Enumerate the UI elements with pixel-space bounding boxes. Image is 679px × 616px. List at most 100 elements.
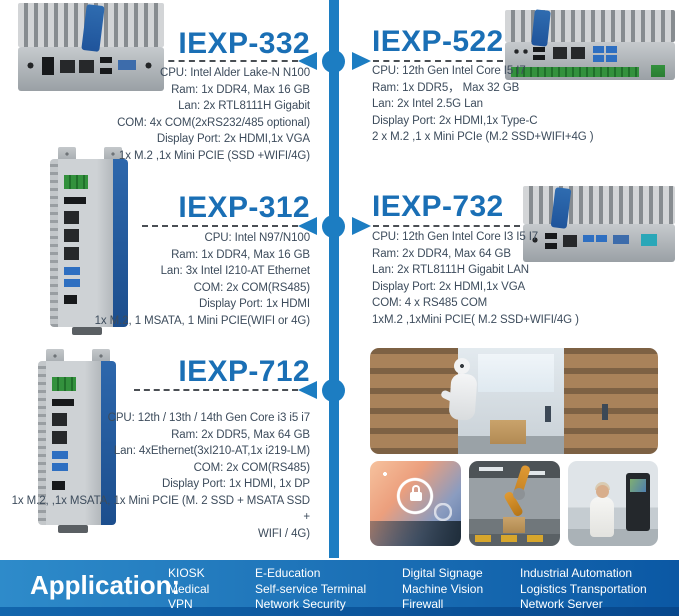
person-body bbox=[590, 497, 614, 537]
application-item: E-Education bbox=[255, 566, 321, 580]
spec-line: Lan: 2x RTL8111H Gigabit LAN bbox=[372, 264, 530, 276]
mounting-ear bbox=[46, 349, 64, 363]
product-title-iexp-712: IEXP-712 bbox=[178, 355, 310, 388]
application-item: Medical bbox=[168, 581, 210, 596]
product-photo-iexp-712 bbox=[30, 349, 130, 535]
spec-line: Lan: 4xEthernet(3xI210-AT,1x i219-LM) bbox=[113, 445, 310, 457]
spec-line: Lan: 2x Intel 2.5G Lan bbox=[372, 98, 483, 110]
spec-line: Lan: 2x RTL8111H Gigabit bbox=[178, 100, 310, 112]
application-item: Self-service Terminal bbox=[255, 581, 367, 596]
application-column-3: Digital Signage Machine Vision Firewall bbox=[402, 566, 483, 613]
robot-head bbox=[454, 358, 470, 374]
photo-self-service-kiosk bbox=[568, 461, 658, 546]
connector-node bbox=[322, 215, 345, 238]
product-title-iexp-732: IEXP-732 bbox=[372, 190, 504, 223]
io-panel bbox=[38, 361, 116, 525]
connector-dash-iexp-522 bbox=[373, 60, 503, 62]
spec-line: WIFI / 4G) bbox=[257, 527, 310, 540]
robotic-arm-joint bbox=[513, 488, 525, 500]
spec-line: CPU: 12th Gen Intel Core I3 I5 I7 bbox=[372, 231, 539, 243]
spec-line: Ram: 1x DDR4, Max 16 GB bbox=[171, 83, 310, 96]
center-spine-line bbox=[329, 0, 339, 558]
spec-line: Display Port: 2x HDMI,1x VGA bbox=[372, 280, 526, 293]
din-clip bbox=[72, 327, 102, 335]
spec-line: Lan: 3x Intel I210-AT Ethernet bbox=[160, 265, 310, 277]
application-item: VPN bbox=[168, 597, 193, 611]
application-label: Application: bbox=[30, 570, 181, 600]
connector-dash-iexp-312 bbox=[142, 225, 298, 227]
application-column-2: E-Education Self-service Terminal Networ… bbox=[255, 566, 366, 613]
connector-node bbox=[322, 50, 345, 73]
spec-line: CPU: 12th / 13th / 14th Gen Core i3 i5 i… bbox=[107, 412, 310, 424]
spec-line: 1xM.2 ,1xMini PCIE( M.2 SSD+WIFI/4G ) bbox=[372, 313, 579, 326]
product-photo-iexp-522 bbox=[505, 9, 675, 89]
photo-robotic-arm bbox=[469, 461, 560, 546]
spec-line: COM: 4x COM(2xRS232/485 optional) bbox=[117, 116, 310, 129]
application-item: Machine Vision bbox=[402, 581, 484, 596]
product-title-iexp-522: IEXP-522 bbox=[372, 25, 504, 58]
application-bar-bottom-strip bbox=[0, 607, 679, 616]
photo-cybersecurity-hands bbox=[370, 461, 461, 546]
spec-list-iexp-712: CPU: 12th / 13th / 14th Gen Core i3 i5 i… bbox=[8, 410, 310, 542]
spec-line: 1x M.2, 1 MSATA, 1 Mini PCIE(WIFI or 4G) bbox=[94, 314, 310, 327]
spec-list-iexp-332: CPU: Intel Alder Lake-N N100 Ram: 1x DDR… bbox=[20, 65, 310, 164]
arrow-right-icon bbox=[352, 52, 371, 70]
application-item: KIOSK bbox=[168, 566, 205, 580]
connector-dash-iexp-712 bbox=[134, 389, 298, 391]
product-title-iexp-332: IEXP-332 bbox=[178, 27, 310, 60]
spec-list-iexp-732: CPU: 12th Gen Intel Core I3 I5 I7 Ram: 2… bbox=[372, 229, 672, 328]
heatsink-fins bbox=[523, 186, 675, 224]
io-panel bbox=[18, 47, 164, 91]
spec-line: COM: 2x COM(RS485) bbox=[193, 281, 311, 294]
io-panel bbox=[523, 224, 675, 262]
product-photo-iexp-732 bbox=[523, 186, 675, 268]
spec-line: 1x M.2, ,1x MSATA, 1x Mini PCIE (M. 2 SS… bbox=[11, 494, 310, 524]
application-column-4: Industrial Automation Logistics Transpor… bbox=[520, 566, 647, 613]
arrow-left-icon bbox=[298, 381, 317, 399]
spec-line: Ram: 1x DDR4, Max 16 GB bbox=[171, 248, 310, 261]
connector-node bbox=[322, 379, 345, 402]
io-panel bbox=[505, 42, 675, 80]
spec-line: Display Port: 2x HDMI,1x Type-C bbox=[372, 114, 538, 127]
kiosk-terminal bbox=[626, 473, 650, 531]
spec-line: COM: 2x COM(RS485) bbox=[193, 461, 311, 474]
application-bar bbox=[0, 560, 679, 607]
spec-line: Ram: 1x DDR5， Max 32 GB bbox=[372, 81, 520, 94]
robot-body bbox=[448, 373, 478, 421]
spec-line: Display Port: 1x HDMI, 1x DP bbox=[161, 478, 310, 490]
spec-list-iexp-312: CPU: Intel N97/N100 Ram: 1x DDR4, Max 16… bbox=[20, 230, 310, 329]
photo-warehouse-robot bbox=[370, 348, 658, 454]
spec-line: Display Port: 2x HDMI,1x VGA bbox=[156, 133, 310, 145]
application-item: Industrial Automation bbox=[520, 566, 633, 580]
spec-list-iexp-522: CPU: 12th Gen Intel Core I5 I7 Ram: 1x D… bbox=[372, 63, 672, 146]
spec-line: CPU: Intel N97/N100 bbox=[204, 232, 311, 244]
product-photo-iexp-332 bbox=[18, 3, 164, 104]
mounting-ear bbox=[104, 147, 122, 161]
arrow-right-icon bbox=[352, 217, 371, 235]
mounting-ear bbox=[58, 147, 76, 161]
din-clip bbox=[58, 525, 88, 533]
spec-line: COM: 4 x RS485 COM bbox=[372, 297, 488, 309]
spec-line: Display Port: 1x HDMI bbox=[198, 298, 310, 310]
application-item: Firewall bbox=[402, 597, 444, 611]
spec-line: Ram: 2x DDR4, Max 64 GB bbox=[372, 247, 511, 260]
io-panel bbox=[50, 159, 128, 327]
mounting-ear bbox=[92, 349, 110, 363]
arrow-left-icon bbox=[298, 217, 317, 235]
connector-dash-iexp-732 bbox=[373, 225, 520, 227]
application-item: Network Security bbox=[255, 597, 346, 611]
connector-dash-iexp-332 bbox=[158, 60, 298, 62]
spec-line: 1x M.2 ,1x Mini PCIE (SSD +WIFI/4G) bbox=[118, 149, 310, 162]
person-head bbox=[596, 485, 609, 498]
lock-icon bbox=[410, 485, 422, 501]
spec-line: CPU: 12th Gen Intel Core I5 I7 bbox=[372, 65, 526, 77]
arrow-left-icon bbox=[298, 52, 317, 70]
spec-line: 2 x M.2 ,1 x Mini PCIe (M.2 SSD+WIFI+4G … bbox=[372, 131, 594, 143]
application-photo-collage bbox=[370, 348, 658, 546]
application-item: Logistics Transportation bbox=[520, 581, 647, 596]
spec-line: Ram: 2x DDR5, Max 64 GB bbox=[171, 428, 310, 441]
application-item: Digital Signage bbox=[402, 566, 483, 580]
application-item: Network Server bbox=[520, 597, 603, 611]
application-column-1: KIOSK Medical VPN bbox=[168, 566, 209, 613]
